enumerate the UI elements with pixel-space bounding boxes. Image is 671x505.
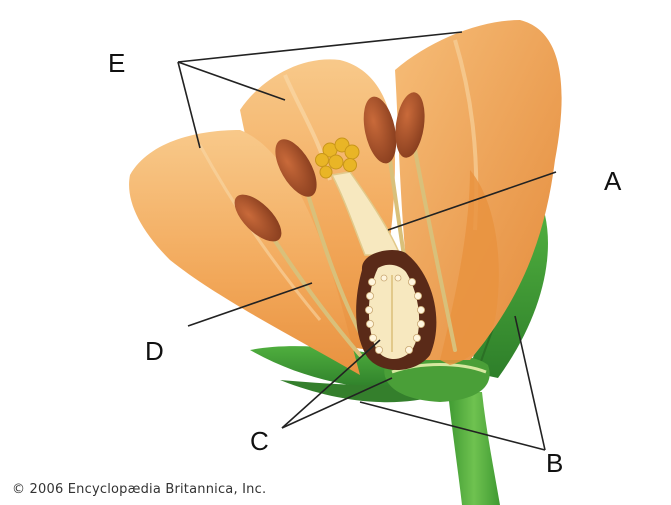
label-d: D [145,338,164,364]
label-c: C [250,428,269,454]
label-a: A [604,168,621,194]
leader-b-1 [515,316,545,450]
label-e: E [108,50,125,76]
stem [448,392,500,505]
label-b: B [546,450,563,476]
copyright-credit: © 2006 Encyclopædia Britannica, Inc. [12,482,266,497]
leader-e-3 [178,62,200,148]
